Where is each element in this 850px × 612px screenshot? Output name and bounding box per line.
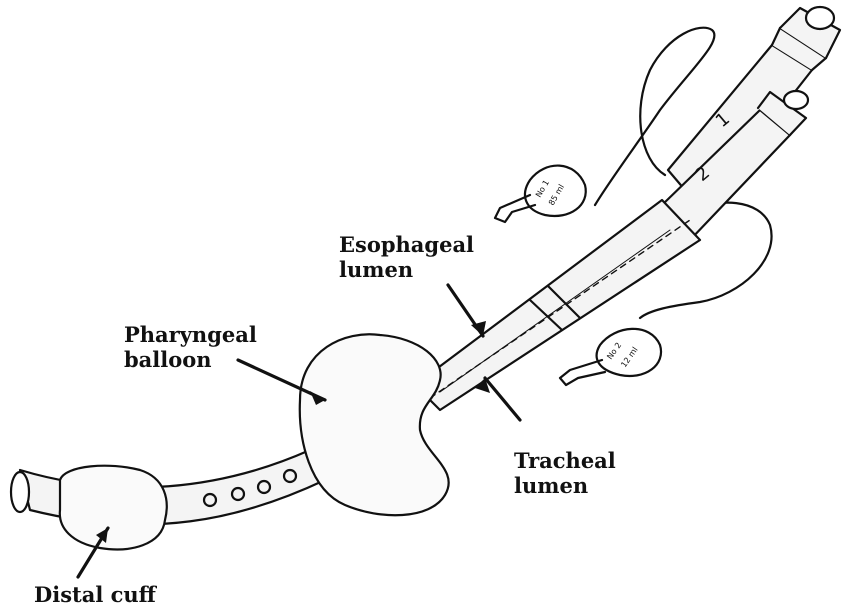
arrow-tracheal (483, 376, 522, 422)
arrow-pharyngeal (236, 358, 327, 402)
tracheal-lumen-label: Tracheal lumen (514, 448, 616, 498)
pilot-line-1 (593, 26, 716, 207)
pharyngeal-balloon (298, 333, 450, 517)
esophageal-lumen-label: Esophageal lumen (339, 232, 475, 282)
distal-cuff (58, 464, 168, 551)
pilot-line-2 (638, 201, 773, 320)
pilot-balloon-1 (523, 164, 587, 218)
pharyngeal-balloon-label: Pharyngeal balloon (124, 322, 257, 372)
main-tube (413, 198, 702, 412)
distal-cuff-label: Distal cuff (34, 582, 156, 607)
pilot-balloon-2 (595, 327, 663, 378)
